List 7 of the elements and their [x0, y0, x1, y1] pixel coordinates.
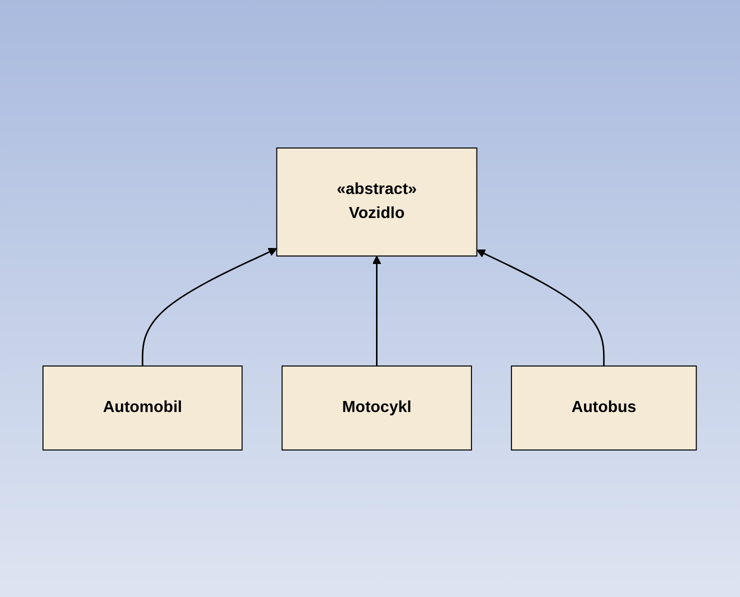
node-box: Autobus: [511, 365, 698, 450]
arrow: [372, 255, 382, 366]
node-box: «abstract» Vozidlo: [276, 147, 478, 256]
arrow: [476, 248, 605, 366]
node-box: Motocykl: [282, 365, 472, 450]
node-box: Automobil: [42, 365, 243, 450]
arrow: [142, 247, 278, 366]
